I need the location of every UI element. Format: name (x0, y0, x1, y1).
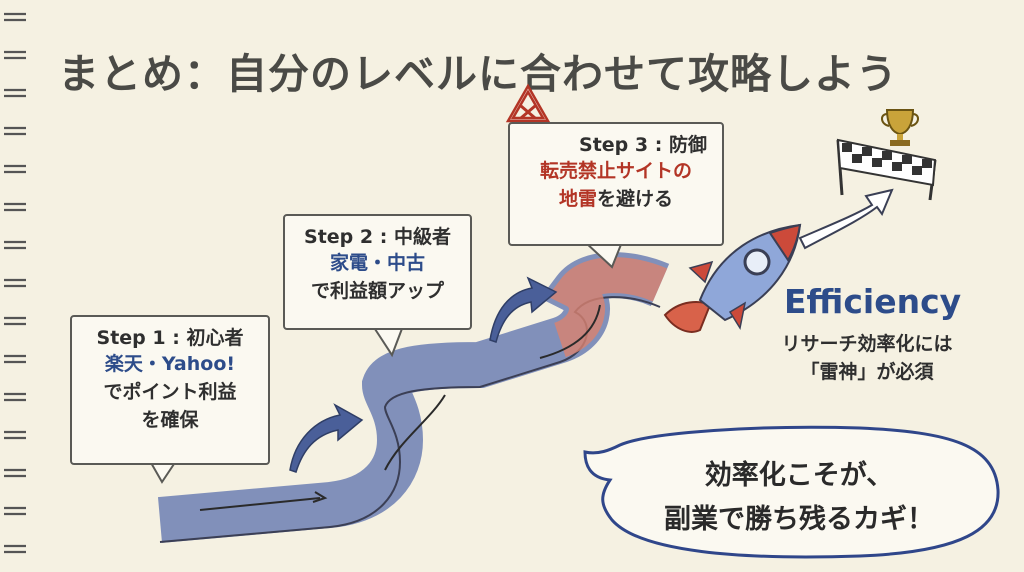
arrow-icon (798, 188, 894, 250)
efficiency-line2: 「雷神」が必須 (800, 361, 934, 383)
rocket-icon (663, 223, 802, 333)
bubble-line2: 副業で勝ち残るカギ！ (664, 504, 934, 535)
step1-line2: でポイント利益 (103, 381, 237, 403)
step2-label: Step 2 : 中級者 (304, 226, 451, 248)
step3-highlight2: 地雷 (558, 188, 597, 210)
step1-card: Step 1 : 初心者 楽天・Yahoo! でポイント利益 を確保 (70, 315, 270, 465)
bubble-text: 効率化こそが、 副業で勝ち残るカギ！ (610, 454, 988, 542)
speech-bubble (583, 425, 1000, 559)
spiral-binding (4, 12, 26, 554)
road (157, 252, 670, 543)
checkered-flag-icon (836, 138, 937, 201)
warning-x-icon (505, 83, 551, 123)
step2-line2: で利益額アップ (310, 280, 444, 302)
step3-label: Step 3 : 防御 (579, 134, 707, 156)
step3-line2: を避ける (597, 188, 674, 210)
page-title: まとめ：自分のレベルに合わせて攻略しよう (58, 50, 898, 98)
step1-highlight: 楽天・Yahoo! (104, 353, 236, 375)
step2-card: Step 2 : 中級者 家電・中古 で利益額アップ (283, 214, 472, 330)
step1-line3: を確保 (141, 409, 199, 431)
efficiency-text: リサーチ効率化には 「雷神」が必須 (752, 330, 982, 386)
efficiency-title: Efficiency (784, 282, 962, 321)
arrow-icon (289, 276, 558, 473)
efficiency-line1: リサーチ効率化には (781, 333, 953, 355)
bubble-line1: 効率化こそが、 (704, 460, 894, 491)
step2-highlight: 家電・中古 (329, 252, 425, 274)
step1-label: Step 1 : 初心者 (96, 327, 244, 349)
trophy-icon (881, 109, 919, 146)
step3-card: Step 3 : 防御 転売禁止サイトの 地雷を避ける (508, 122, 724, 246)
step3-highlight1: 転売禁止サイトの (539, 160, 692, 182)
